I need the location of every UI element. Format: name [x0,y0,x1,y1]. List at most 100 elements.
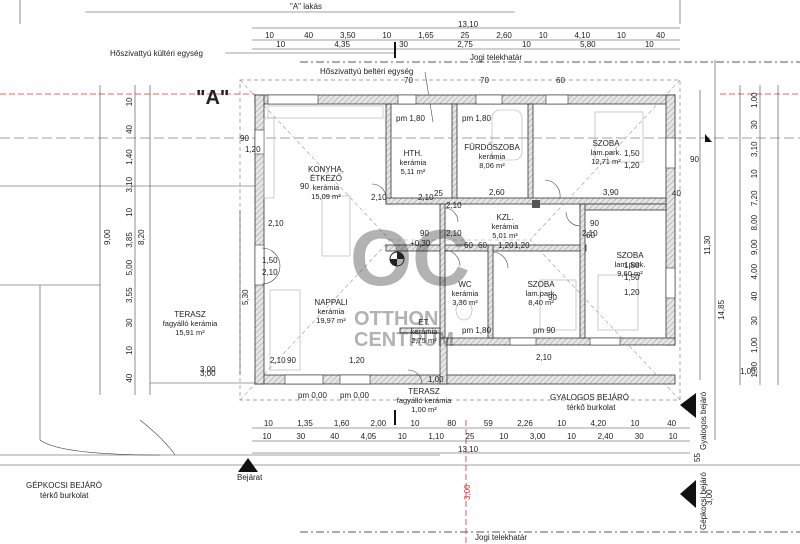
dim-value: 1,65 [418,31,434,40]
dim-value: 10 [265,31,274,40]
opening-dim: 2,10 [268,219,284,228]
dim-value: 40 [667,419,676,428]
wall-int [399,327,441,334]
dim-bottom-total: 13,10 [458,445,479,454]
dim-value: 2,60 [496,31,512,40]
room-name: NAPPALI [314,298,347,307]
room-name: ET. [418,318,430,327]
dim-right-outer-b: 11,30 [703,235,712,255]
roof-ridge [239,239,391,401]
dim-value: 3,50 [340,31,356,40]
room-material: kerámia [492,222,520,231]
dim-value: 10 [567,432,576,441]
car-arrow-icon [680,480,696,508]
heat-pump-outdoor-label: Hőszivattyú kültéri egység [110,49,203,58]
bathtub [491,109,523,161]
dim-value: 3,10 [750,141,759,157]
dim-value: 5,00 [125,259,134,275]
dim-value: 30 [635,432,644,441]
room-name: WC [458,280,472,289]
door-swing [444,249,461,267]
legal-boundary-bottom-label: Jogi telekhatár [475,533,527,542]
dim-value: 10 [262,432,271,441]
opening-dim: 60 [556,76,565,85]
opening-dim: 1,20 [624,288,640,297]
opening-dim: 2,10 [418,193,434,202]
level-label: pm 1,80 [396,114,425,123]
opening-dim: 2,10 [262,268,278,277]
door-swing [444,207,459,223]
window [397,94,417,105]
dim-value: 5,80 [580,40,596,49]
room-material: kerámia [479,152,507,161]
dim-value: 10 [631,419,640,428]
roof-ridge [529,239,681,401]
opening-dim: 2,10 [270,356,286,365]
car-entry-sub: térkő burkolat [40,491,89,500]
dim-value: 10 [398,432,407,441]
dim-value: 30 [125,318,134,327]
door-swing [492,251,509,269]
dim-value: 2,00 [371,419,387,428]
opening-dim: 2,10 [371,193,387,202]
window [665,267,676,299]
chimney [532,200,540,208]
opening-dim: 40 [672,189,681,198]
pedestrian-entry-label: GYALOGOS BEJÁRÓ [550,393,629,402]
door-swing [371,183,387,199]
door-swing [565,211,581,227]
dim-v-300: 3,00 [705,489,714,505]
dim-value: 40 [656,31,665,40]
pedestrian-entry-sub: térkő burkolat [567,403,616,412]
opening-dim: 2,10 [446,201,462,210]
opening-dim: 3,00 [200,365,216,374]
window [589,337,621,346]
opening-dim: 90 [548,293,557,302]
room-material: kerámia [318,307,346,316]
dim-terrace-width: 3,00 [200,369,216,378]
dim-value: 10 [125,97,134,106]
dim-v-55: 55 [693,453,702,462]
bed [539,279,577,331]
watermark-otthon: OTTHON [354,308,438,330]
level-label: pm 0,00 [298,391,327,400]
dim-left-terrace: 5,30 [241,289,250,305]
dim-value: 59 [484,419,493,428]
opening-dim: 1,50 [624,261,640,270]
level-label: pm 1,80 [462,326,491,335]
site-curve [39,439,161,456]
opening-dim: 1,50 [624,273,640,282]
kitchen-counter [267,105,384,119]
dim-value: 10 [539,31,548,40]
dim-vertical-300: 3,00 [463,484,472,500]
dim-value: 10 [617,31,626,40]
opening-dim: 1,20 [349,356,365,365]
dim-value: 1,10 [428,432,444,441]
wall-int [527,103,534,205]
lakas-a-label: "A" lakás [290,2,322,11]
door-swing [261,247,281,267]
dim-value: 1,40 [125,149,134,165]
dim-value: 10 [411,419,420,428]
opening-dim: 70 [404,76,413,85]
window [267,94,319,105]
dim-value: 7,20 [750,190,759,206]
room-name: SZOBA [616,251,644,260]
dim-value: 40 [330,432,339,441]
opening-dims: 901,201,502,10902,101,501,201,501,20902,… [200,76,756,384]
opening-dim: 90 [590,219,599,228]
room-material: lam.park. [591,148,622,157]
dim-value: 25 [466,432,475,441]
room-area: 9,60 m² [617,269,643,278]
room-area: 5,11 m² [401,167,426,176]
wall-int [385,197,667,205]
room-material: fagyálló kerámia [397,396,452,405]
